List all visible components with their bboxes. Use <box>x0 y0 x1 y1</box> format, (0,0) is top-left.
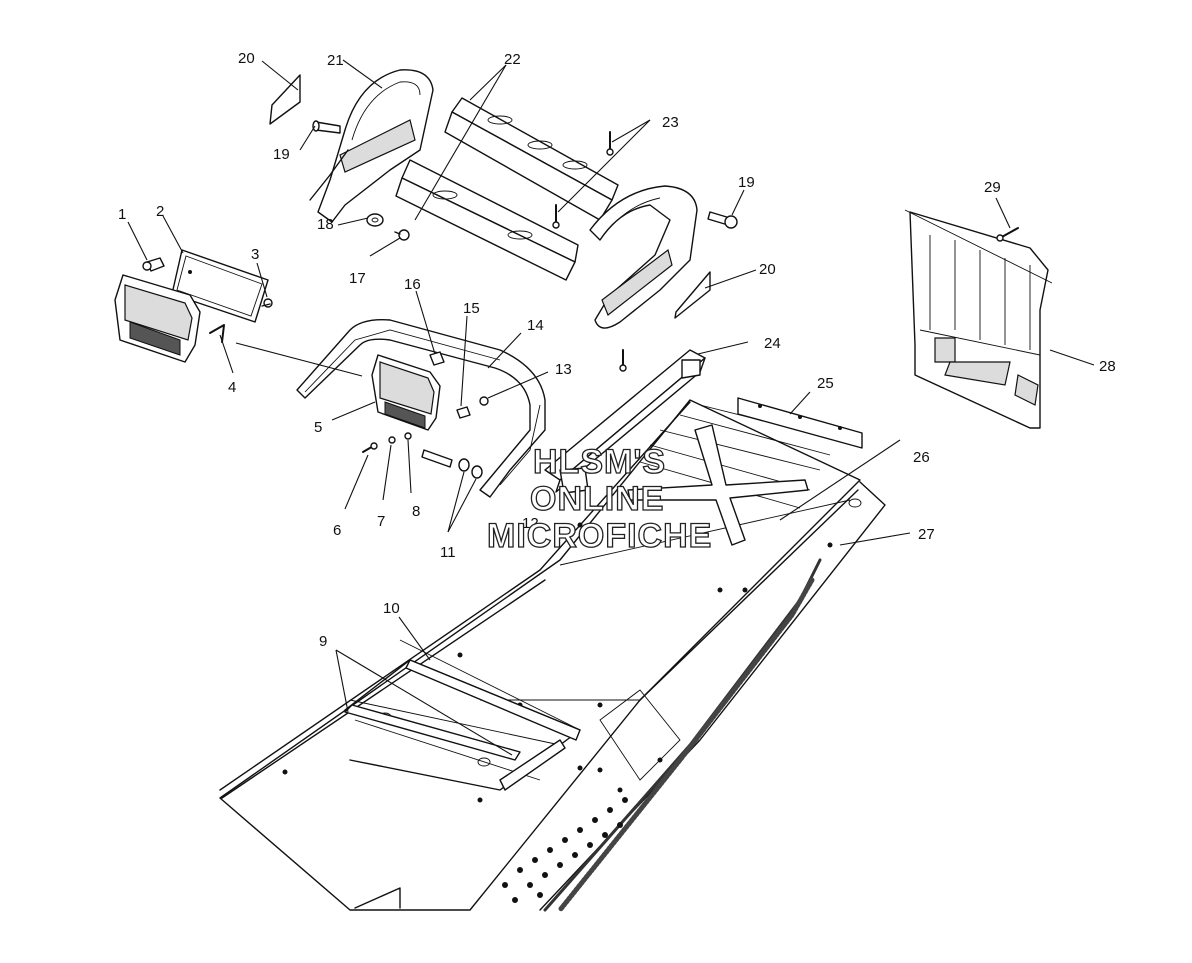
callout-15: 15 <box>463 300 480 317</box>
grab-handle-right <box>589 185 698 329</box>
callout-20-right: 20 <box>759 261 776 278</box>
callout-9: 9 <box>319 633 327 650</box>
decal-part-20-right <box>674 271 711 319</box>
wire-part-4 <box>209 324 225 343</box>
cross-member-part-9 <box>344 704 566 791</box>
nut-part-13 <box>479 396 489 406</box>
bumper-part-14 <box>296 319 546 498</box>
bolt-washers-part-11 <box>421 449 483 479</box>
bolt-part-19-right <box>707 211 738 229</box>
bulb-part-1 <box>142 257 165 272</box>
callout-1: 1 <box>118 206 126 223</box>
callout-4: 4 <box>228 379 236 396</box>
callout-6: 6 <box>333 522 341 539</box>
plate-part-25 <box>737 397 863 449</box>
taillight-part-5 <box>371 354 441 431</box>
decal-part-20-left <box>269 74 301 125</box>
callout-17: 17 <box>349 270 366 287</box>
watermark-line-1: HLSM'S <box>533 443 666 481</box>
screw-part-17 <box>394 229 410 241</box>
cross-member-part-10 <box>405 659 581 741</box>
callout-16: 16 <box>404 276 421 293</box>
rail-part-22-lower <box>395 159 579 281</box>
callout-23: 23 <box>662 114 679 131</box>
callout-25: 25 <box>817 375 834 392</box>
callout-19-left: 19 <box>273 146 290 163</box>
callout-22: 22 <box>504 51 521 68</box>
callout-2: 2 <box>156 203 164 220</box>
grab-handle-part-21 <box>309 69 434 223</box>
callout-10: 10 <box>383 600 400 617</box>
bolt-part-23 <box>552 131 614 229</box>
mud-flap-part-28 <box>904 209 1053 429</box>
callout-19-right: 19 <box>738 174 755 191</box>
spacer-part-15 <box>456 406 471 419</box>
callout-11: 11 <box>440 544 456 561</box>
callout-28: 28 <box>1099 358 1116 375</box>
screw-part-29 <box>996 227 1019 242</box>
watermark: HLSM'S ONLINE MICROFICHE <box>486 442 712 555</box>
callout-20-left: 20 <box>238 50 255 67</box>
callout-27: 27 <box>918 526 935 543</box>
callout-labels: 1 2 3 4 5 6 7 8 9 10 11 12 13 14 15 16 1… <box>118 50 1116 650</box>
callout-5: 5 <box>314 419 322 436</box>
x-brace <box>627 424 809 546</box>
screw-part-3 <box>261 298 273 308</box>
callout-18: 18 <box>317 216 334 233</box>
callout-12: 12 <box>522 515 539 532</box>
callout-26: 26 <box>913 449 930 466</box>
callout-13: 13 <box>555 361 572 378</box>
leader-lines <box>127 59 1095 756</box>
watermark-line-2: ONLINE <box>530 480 664 518</box>
nut-part-16 <box>429 351 445 366</box>
hitch-bar-part-24 <box>544 349 706 494</box>
washer-part-7 <box>388 436 396 444</box>
washer-part-18 <box>366 213 384 227</box>
callout-8: 8 <box>412 503 420 520</box>
nut-part-8 <box>404 432 412 440</box>
callout-14: 14 <box>527 317 544 334</box>
bolt-part-6 <box>362 442 378 453</box>
perforated-panel <box>502 797 628 903</box>
callout-24: 24 <box>764 335 781 352</box>
callout-7: 7 <box>377 513 385 530</box>
callout-21: 21 <box>327 52 344 69</box>
callout-29: 29 <box>984 179 1001 196</box>
callout-3: 3 <box>251 246 259 263</box>
gasket-part-2 <box>171 249 269 323</box>
taillight-housing <box>114 274 201 363</box>
watermark-line-3: MICROFICHE <box>487 517 712 555</box>
bolt-part-19-left <box>312 120 341 134</box>
